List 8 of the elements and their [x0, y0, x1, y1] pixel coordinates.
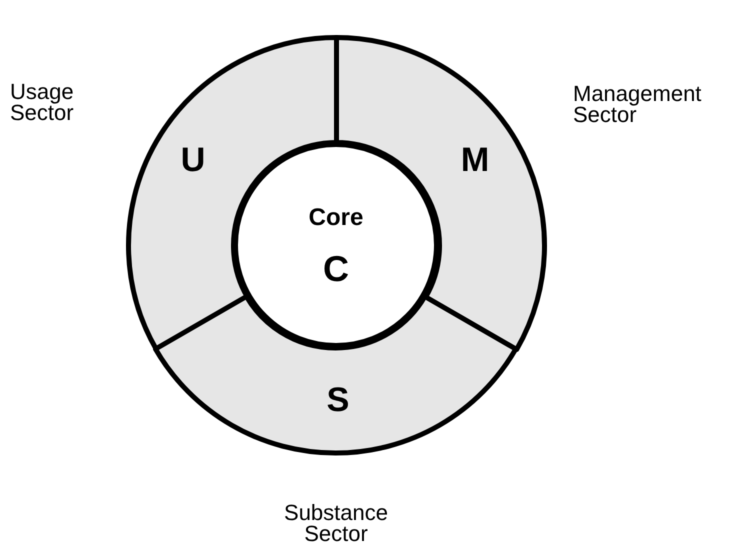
sector-caption: Management Sector [573, 84, 702, 126]
core-letter: C [323, 250, 349, 287]
sector-letter: M [460, 143, 490, 177]
sector-caption: Usage Sector [10, 82, 75, 124]
core-title: Core [308, 206, 364, 230]
sector-letter: S [326, 383, 350, 417]
sector-caption: Substance Sector [283, 503, 389, 545]
sector-letter: U [180, 143, 206, 177]
